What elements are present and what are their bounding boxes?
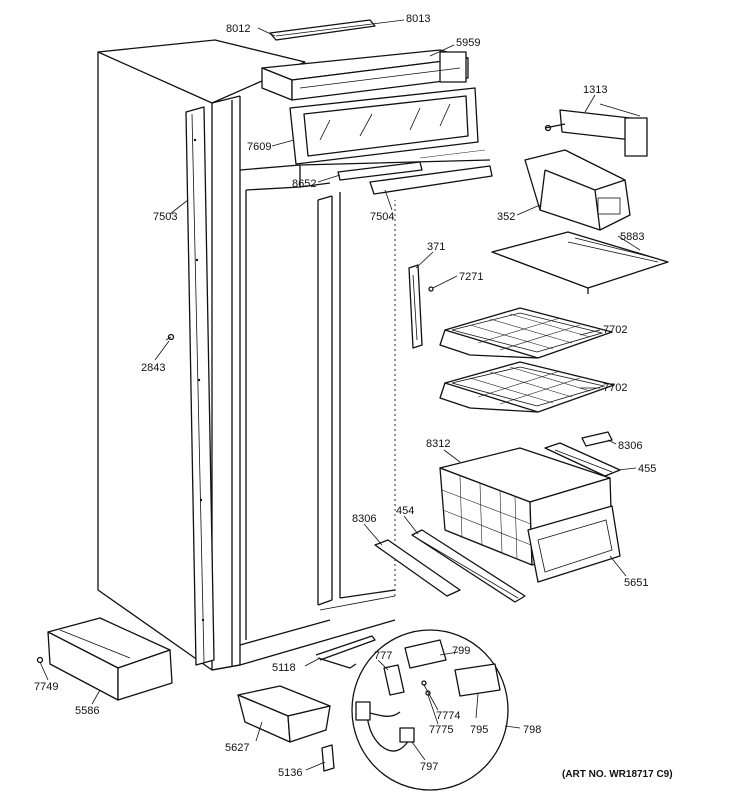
- wire-shelf-7702-upper: [439, 307, 613, 359]
- label-5586: 5586: [75, 705, 99, 717]
- label-7749: 7749: [34, 681, 58, 693]
- label-797: 797: [420, 761, 438, 773]
- label-8652: 8652: [292, 178, 316, 190]
- label-798: 798: [523, 724, 541, 736]
- label-7503: 7503: [153, 211, 177, 223]
- slide-8306-right: [581, 431, 613, 447]
- shelf-rail-371: [408, 264, 423, 349]
- label-1313: 1313: [583, 84, 607, 96]
- drawer-front-5651: [527, 505, 621, 583]
- trim-8012-8013: [269, 19, 376, 41]
- label-8013: 8013: [406, 13, 430, 25]
- label-454: 454: [396, 505, 414, 517]
- label-5959: 5959: [456, 37, 480, 49]
- drip-pan-5627: [237, 685, 331, 743]
- slide-454: [411, 529, 526, 603]
- label-7774: 7774: [436, 710, 460, 722]
- screw-7271: [428, 286, 434, 292]
- screw-2843: [165, 333, 175, 341]
- label-5118: 5118: [272, 662, 296, 674]
- label-777: 777: [374, 650, 392, 662]
- label-8306-left: 8306: [352, 513, 376, 525]
- label-795: 795: [470, 724, 488, 736]
- ice-bucket-352: [524, 149, 631, 231]
- slide-8306-left: [374, 539, 461, 597]
- breaker-strip-7503: [185, 106, 215, 666]
- label-7775: 7775: [429, 724, 453, 736]
- label-352: 352: [497, 211, 515, 223]
- label-799: 799: [452, 645, 470, 657]
- label-371: 371: [427, 241, 445, 253]
- label-5627: 5627: [225, 742, 249, 754]
- rod-5118: [315, 635, 376, 669]
- label-5883: 5883: [620, 231, 644, 243]
- art-number: (ART NO. WR18717 C9): [562, 769, 673, 780]
- label-8312: 8312: [426, 438, 450, 450]
- label-8012: 8012: [226, 23, 250, 35]
- label-5136: 5136: [278, 767, 302, 779]
- shelf-5883: [491, 231, 669, 294]
- controls-detail-798: [351, 629, 509, 791]
- housing-5586: [47, 617, 173, 701]
- label-5651: 5651: [624, 577, 648, 589]
- screw-7749: [36, 656, 44, 664]
- label-2843: 2843: [141, 362, 165, 374]
- leader-lines: [39, 19, 641, 771]
- control-housing-5959: [261, 49, 469, 101]
- label-455: 455: [638, 463, 656, 475]
- label-7504: 7504: [370, 211, 394, 223]
- part-labels: 8012 8013 5959 7609 8652 7504 7503 2843 …: [34, 13, 673, 780]
- bracket-5136: [321, 744, 335, 772]
- light-shield-7609: [289, 87, 479, 165]
- label-7702-lower: 7702: [603, 382, 627, 394]
- cabinet-body: [97, 39, 491, 671]
- ice-maker-1313: [544, 103, 648, 157]
- label-8306-right: 8306: [618, 440, 642, 452]
- label-7609: 7609: [247, 141, 271, 153]
- wire-shelf-7702-lower: [439, 361, 615, 413]
- bracket-8652-7504: [337, 149, 493, 195]
- label-7702-upper: 7702: [603, 324, 627, 336]
- label-7271: 7271: [459, 271, 483, 283]
